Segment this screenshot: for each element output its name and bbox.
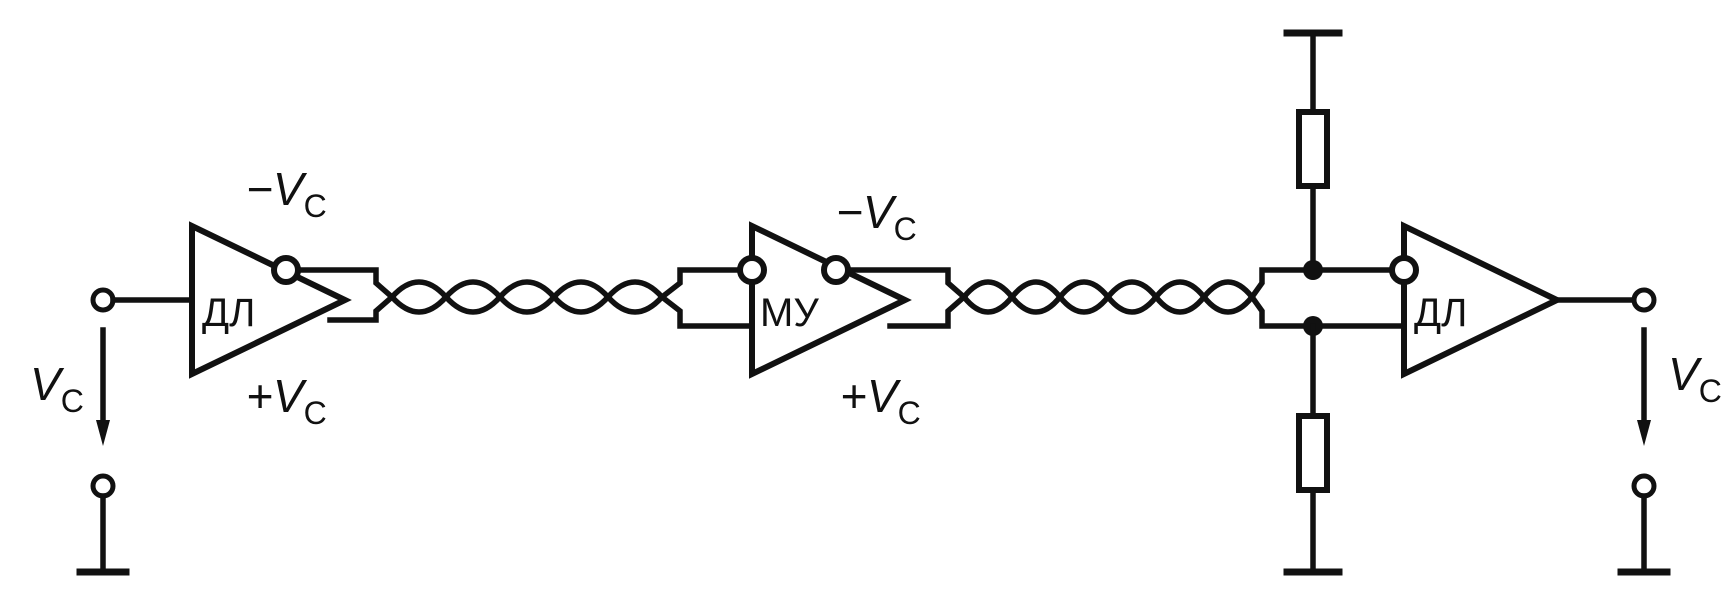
twisted-pair-1-wire-a [389,279,665,315]
output-ground-terminal [1631,473,1657,499]
input-terminal [90,287,116,313]
twisted-pair-2-wire-b [961,279,1255,315]
input-arrow-head [96,420,110,446]
input-ground-terminal [90,473,116,499]
repeater-label: МУ [760,291,819,335]
repeater-positive-supply-label: +VC [840,370,921,431]
top-junction-dot [1303,260,1323,280]
repeater-input-wire [658,293,755,329]
output-arrow-head [1637,420,1651,446]
line-receiver [1401,221,1564,379]
receiver-input-inverted-wire [1248,267,1393,301]
driver-output-inverted-wire [295,267,396,301]
top-termination-resistor [1296,109,1330,189]
driver-negative-supply-label: −VC [246,163,327,224]
output-terminal [1631,287,1657,313]
line-receiver-label: ДЛ [1414,291,1467,335]
repeater-output-wire [887,293,968,329]
twisted-pair-1-wire-b [389,279,665,315]
input-voltage-label: VC [30,358,84,419]
line-driver [189,221,352,379]
output-voltage-label: VC [1668,348,1722,409]
repeater-output-inverted-wire [845,267,968,301]
driver-inverting-output-bubble [271,255,301,285]
receiver-input-wire [1248,293,1407,329]
receiver-inverting-input-bubble [1389,255,1419,285]
repeater-input-inverted-wire [658,267,743,301]
bottom-termination-resistor [1296,413,1330,493]
repeater-negative-supply-label: −VC [836,186,917,247]
driver-positive-supply-label: +VC [246,370,327,431]
line-driver-label: ДЛ [202,291,255,335]
repeater-inverting-input-bubble [737,255,767,285]
repeater-inverting-output-bubble [821,255,851,285]
driver-output-wire [327,293,396,323]
